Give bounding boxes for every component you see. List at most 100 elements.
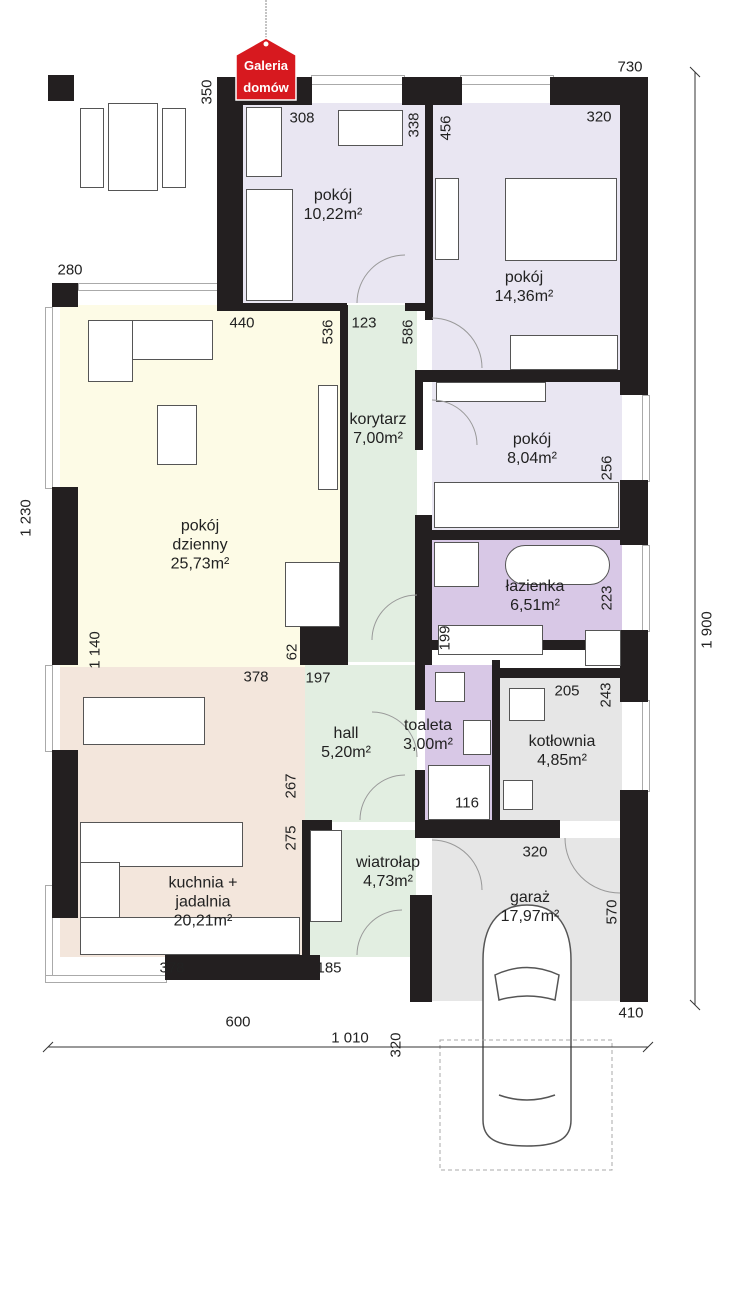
wall [423, 530, 648, 540]
dining-table [83, 697, 205, 745]
dimension-label: 320 [522, 843, 548, 861]
wall [217, 303, 347, 311]
dimension-label: 275 [282, 825, 300, 851]
kitchen-island [80, 822, 243, 867]
wall [165, 955, 320, 980]
dimension-label: 320 [586, 108, 612, 126]
wall [52, 750, 78, 918]
dimension-label: 350 [198, 79, 216, 105]
wall [415, 370, 423, 450]
fireplace [285, 562, 340, 627]
dimension-lines [42, 66, 701, 1053]
wall [300, 625, 347, 665]
wall [415, 515, 432, 665]
dimension-label: 456 [437, 115, 455, 141]
wall [302, 820, 310, 980]
dimension-label: 256 [598, 455, 616, 481]
shower [428, 765, 490, 820]
wardrobe [310, 830, 342, 922]
desk [338, 110, 403, 146]
shelf [436, 382, 546, 402]
wall [423, 370, 648, 382]
wall [48, 75, 74, 101]
wardrobe [510, 335, 618, 370]
bathtub [505, 545, 610, 585]
dimension-label: 1 230 [17, 499, 35, 537]
dimension-label: 62 [283, 643, 301, 661]
dimension-label: 1 010 [331, 1029, 369, 1047]
coffee-table [157, 405, 197, 465]
wall [620, 77, 648, 395]
window [45, 665, 53, 752]
wall [425, 100, 433, 320]
bed [434, 482, 619, 528]
dimension-label: 243 [597, 682, 615, 708]
dimension-label: 267 [282, 773, 300, 799]
dimension-label: 199 [436, 625, 454, 651]
dimension-label: 308 [289, 109, 315, 127]
sofa [88, 320, 133, 382]
dimension-label: 600 [225, 1013, 251, 1031]
room-korytarz [347, 305, 417, 662]
room-hall [305, 665, 417, 822]
wall [415, 820, 560, 838]
kitchen-counter [80, 917, 300, 955]
logo: Galeria domów [235, 0, 297, 101]
wall [217, 77, 243, 307]
wall [415, 770, 425, 838]
wall [405, 303, 432, 311]
dimension-label: 536 [319, 319, 337, 345]
dimension-label: 730 [617, 58, 643, 76]
dimension-label: 410 [618, 1004, 644, 1022]
sinks [438, 625, 543, 655]
garden-bench [162, 108, 186, 188]
dimension-label: 205 [554, 682, 580, 700]
dimension-label: 197 [305, 669, 331, 687]
double-bed [505, 178, 617, 261]
dimension-label: 338 [405, 112, 423, 138]
sink [463, 720, 491, 755]
wall [52, 487, 78, 665]
svg-text:Galeria: Galeria [244, 58, 289, 73]
boiler [509, 688, 545, 721]
toilet [435, 672, 465, 702]
washing-machine [585, 630, 621, 666]
dimension-label: 116 [455, 794, 479, 812]
dimension-label: 440 [229, 314, 255, 332]
dimension-label: 185 [316, 959, 342, 977]
dimension-label: 223 [598, 585, 616, 611]
wall [620, 790, 648, 1002]
dimension-label: 1 140 [86, 631, 104, 669]
car-icon [482, 904, 572, 1147]
parking-area [439, 1039, 613, 1171]
dimension-label: 378 [243, 668, 269, 686]
wall [302, 820, 332, 830]
dimension-label: 586 [399, 319, 417, 345]
garden-bench [80, 108, 104, 188]
dimension-label: 123 [351, 314, 377, 332]
shower [434, 542, 479, 587]
svg-text:domów: domów [243, 80, 289, 95]
wall [415, 660, 425, 710]
wall [410, 955, 432, 1002]
dimension-label: 1 900 [698, 611, 716, 649]
garden-table [108, 103, 158, 191]
door-arcs [356, 254, 621, 956]
dimension-label: 320 [387, 1032, 405, 1058]
window [45, 307, 53, 489]
wardrobe [246, 107, 282, 177]
wall [52, 283, 78, 307]
tv-cabinet [435, 178, 459, 260]
